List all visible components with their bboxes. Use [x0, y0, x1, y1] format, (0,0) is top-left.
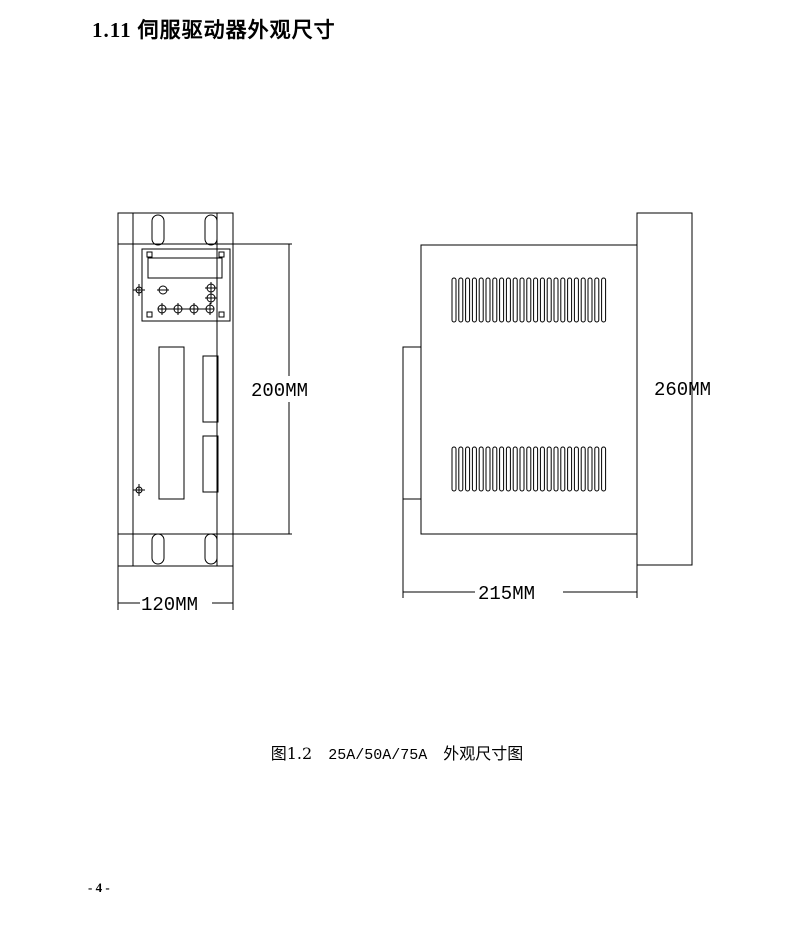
panel-screw-icon: [146, 311, 153, 318]
vent-slot: [587, 446, 593, 492]
terminal-strip-large: [158, 346, 185, 500]
vent-slot: [601, 277, 607, 323]
vent-slot: [458, 446, 464, 492]
vent-slot: [533, 277, 539, 323]
side-rear-block: [402, 346, 422, 500]
panel-screw-icon: [218, 311, 225, 318]
vent-row-upper: [451, 277, 607, 323]
terminal-strip-upper: [202, 355, 219, 423]
vent-slot: [465, 277, 471, 323]
vent-slot: [553, 446, 559, 492]
control-panel: [141, 248, 231, 322]
vent-slot: [451, 277, 457, 323]
vent-slot: [601, 446, 607, 492]
panel-screw-icon: [146, 251, 153, 258]
fastener-icon: [133, 284, 145, 296]
vent-slot: [539, 446, 545, 492]
figure-caption: 图1.2 25A/50A/75A 外观尺寸图: [0, 740, 794, 764]
front-body: [132, 212, 218, 567]
vent-slot: [471, 277, 477, 323]
section-title: 伺服驱动器外观尺寸: [137, 18, 336, 42]
vent-slot: [580, 446, 586, 492]
vent-slot: [567, 446, 573, 492]
display-window: [147, 257, 223, 279]
bottom-slot-right: [204, 533, 218, 565]
vent-slot: [512, 277, 518, 323]
vent-slot: [573, 277, 579, 323]
vent-slot: [499, 446, 505, 492]
front-height-label: 200MM: [251, 380, 308, 402]
vent-slot: [505, 446, 511, 492]
front-mounting-plate: [117, 212, 234, 567]
top-slot-right: [204, 214, 218, 246]
vent-slot: [526, 277, 532, 323]
vent-slot: [478, 446, 484, 492]
vent-slot: [560, 277, 566, 323]
vent-slot: [546, 277, 552, 323]
vent-slot: [587, 277, 593, 323]
vent-slot: [478, 277, 484, 323]
section-number: 1.11: [92, 18, 132, 42]
vent-slot: [567, 277, 573, 323]
front-width-label: 120MM: [141, 594, 198, 616]
vent-slot: [553, 277, 559, 323]
top-slot-left: [151, 214, 165, 246]
vent-slot: [546, 446, 552, 492]
vent-row-lower: [451, 446, 607, 492]
caption-models: 25A/50A/75A: [328, 747, 428, 764]
bottom-slot-left: [151, 533, 165, 565]
vent-slot: [451, 446, 457, 492]
fastener-icon: [133, 484, 145, 496]
vent-slot: [485, 446, 491, 492]
vent-slot: [505, 277, 511, 323]
side-depth-label: 215MM: [478, 583, 535, 605]
side-height-label: 260MM: [654, 379, 711, 401]
terminal-strip-lower: [202, 435, 219, 493]
panel-screw-icon: [218, 251, 225, 258]
vent-slot: [458, 277, 464, 323]
vent-slot: [533, 446, 539, 492]
vent-slot: [499, 277, 505, 323]
vent-slot: [539, 277, 545, 323]
vent-slot: [492, 277, 498, 323]
vent-slot: [471, 446, 477, 492]
vent-slot: [526, 446, 532, 492]
caption-prefix: 图1.2: [270, 744, 313, 763]
vent-slot: [573, 446, 579, 492]
caption-suffix: 外观尺寸图: [443, 744, 524, 763]
vent-slot: [580, 277, 586, 323]
vent-slot: [485, 277, 491, 323]
page-number: - 4 -: [88, 880, 110, 895]
side-view: [402, 212, 693, 598]
vent-slot: [594, 277, 600, 323]
vent-slot: [465, 446, 471, 492]
vent-slot: [512, 446, 518, 492]
vent-slot: [560, 446, 566, 492]
vent-slot: [594, 446, 600, 492]
vent-slot: [519, 446, 525, 492]
front-view: [117, 212, 292, 610]
side-front-plate: [636, 212, 693, 566]
vent-slot: [492, 446, 498, 492]
vent-slot: [519, 277, 525, 323]
